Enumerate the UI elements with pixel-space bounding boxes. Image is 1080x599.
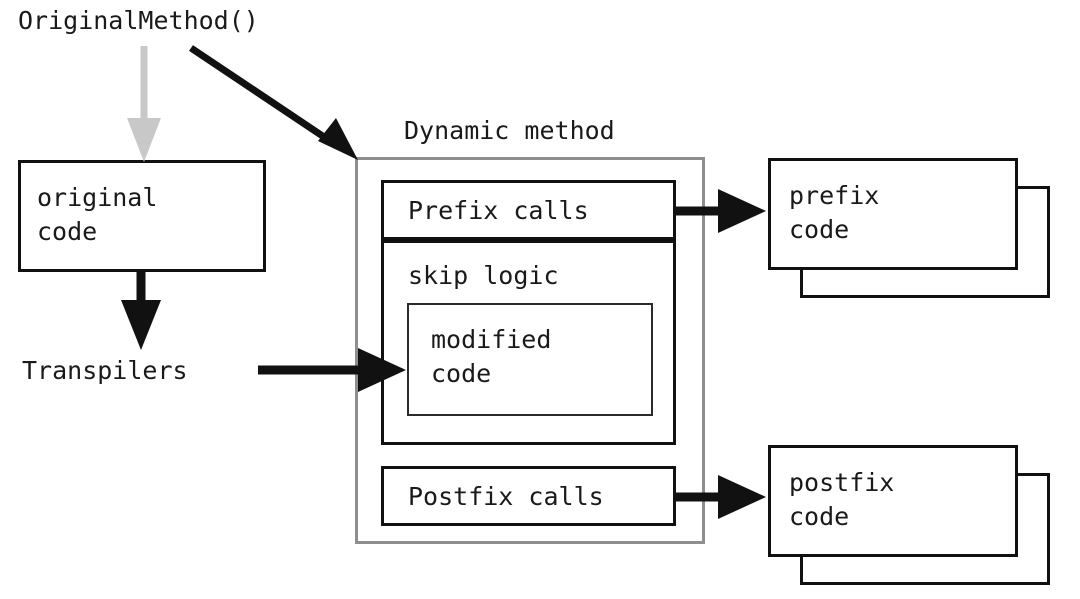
postfix-code-line-1: postfix	[789, 468, 895, 497]
prefix-code-line-1: prefix	[789, 181, 880, 210]
prefix-code-box: prefix code	[768, 158, 1018, 270]
prefix-calls-box: Prefix calls	[381, 180, 676, 240]
prefix-code-line-2: code	[789, 215, 850, 244]
postfix-code-line-2: code	[789, 502, 850, 531]
prefix-calls-label: Prefix calls	[408, 196, 589, 225]
postfix-calls-box: Postfix calls	[381, 466, 676, 526]
modified-code-line-1: modified	[431, 325, 552, 354]
postfix-calls-label: Postfix calls	[408, 482, 604, 511]
postfix-code-box: postfix code	[768, 445, 1018, 557]
transpilers-label: Transpilers	[22, 356, 188, 385]
skip-logic-box: skip logic modified code	[381, 240, 676, 445]
modified-code-box: modified code	[407, 303, 653, 416]
modified-code-line-2: code	[431, 359, 492, 388]
dynamic-method-label: Dynamic method	[404, 116, 615, 145]
arrow-original-code-to-transpilers	[121, 272, 161, 350]
arrow-original-method-to-original-code	[127, 46, 161, 162]
original-method-label: OriginalMethod()	[18, 6, 259, 35]
original-code-box: original code	[18, 160, 266, 272]
arrow-original-method-to-dynamic-method	[189, 45, 358, 160]
original-code-line-2: code	[37, 217, 98, 246]
skip-logic-label: skip logic	[408, 261, 559, 290]
original-code-line-1: original	[37, 183, 158, 212]
